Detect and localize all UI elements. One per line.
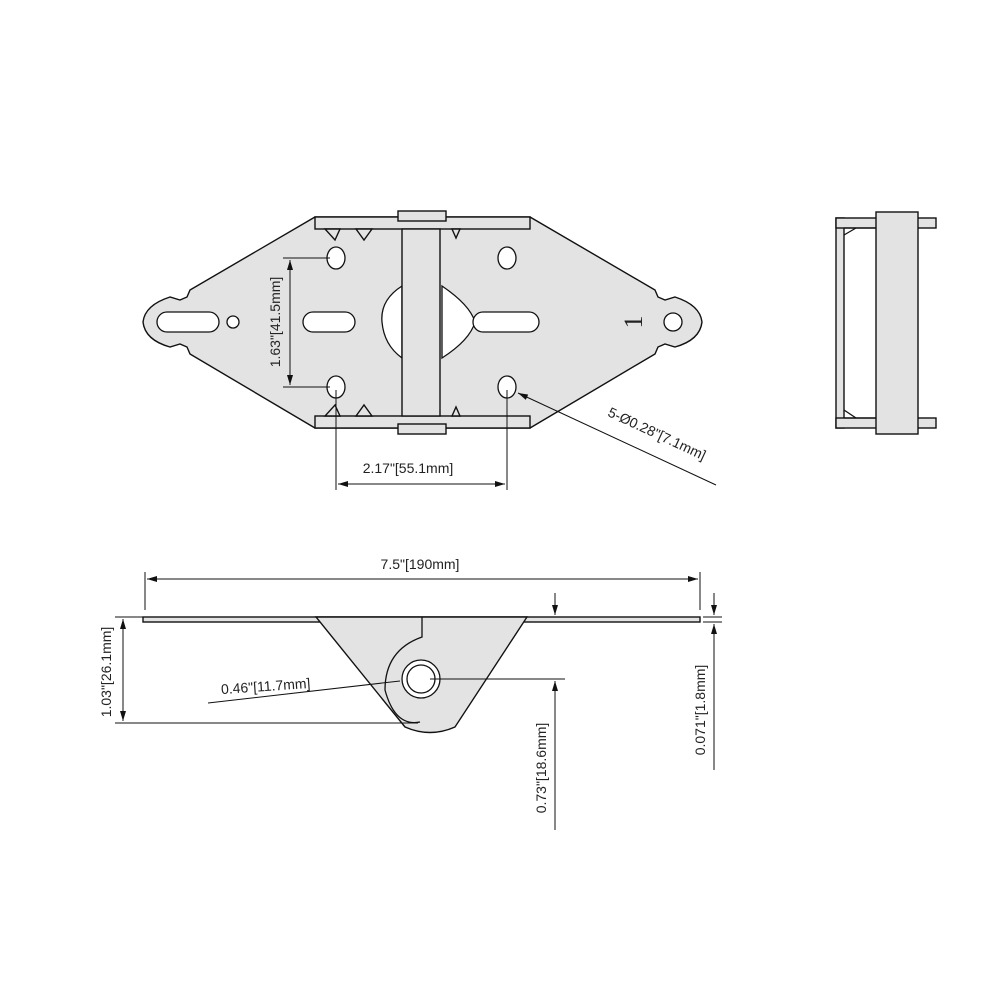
- dim-overall-height: 1.03"[26.1mm]: [98, 627, 114, 718]
- hole-right: [663, 312, 683, 332]
- dim-plate-thickness: 0.071"[1.8mm]: [692, 665, 708, 756]
- rivet-tab-tl: [323, 228, 342, 242]
- tube-bottom: [397, 423, 447, 435]
- tube-top: [397, 210, 447, 222]
- dim-tube-diameter: 0.46"[11.7mm]: [220, 675, 310, 697]
- part-marking: 1: [619, 316, 648, 329]
- dim-tube-center-height: 0.73"[18.6mm]: [533, 723, 549, 814]
- rivet-tab-tl2: [354, 228, 374, 242]
- hole-tr: [497, 246, 517, 270]
- front-view: 7.5"[190mm] 1.03"[26.1mm] 0.46"[11.7mm] …: [98, 556, 722, 830]
- rivet-tab-tr: [450, 228, 462, 240]
- top-view: 1 1.63"[41.5mm] 2.17"[55.1mm] 5-Ø0.28"[7…: [142, 210, 717, 490]
- hinge-tube: [401, 228, 441, 417]
- side-tube: [875, 211, 919, 435]
- hole-left-small: [226, 315, 240, 329]
- side-view: [835, 211, 937, 435]
- dim-hole-vertical: 1.63"[41.5mm]: [267, 277, 283, 368]
- dim-overall-length: 7.5"[190mm]: [381, 556, 460, 572]
- slot-left: [156, 311, 220, 333]
- dim-hole-diameter: 5-Ø0.28"[7.1mm]: [606, 404, 709, 463]
- slot-center-right: [472, 311, 540, 333]
- dim-hole-horizontal: 2.17"[55.1mm]: [363, 460, 454, 476]
- slot-center-left: [302, 311, 356, 333]
- side-plate: [835, 217, 845, 429]
- rivet-tab-bl2: [354, 403, 374, 417]
- rivet-tab-br: [450, 405, 462, 417]
